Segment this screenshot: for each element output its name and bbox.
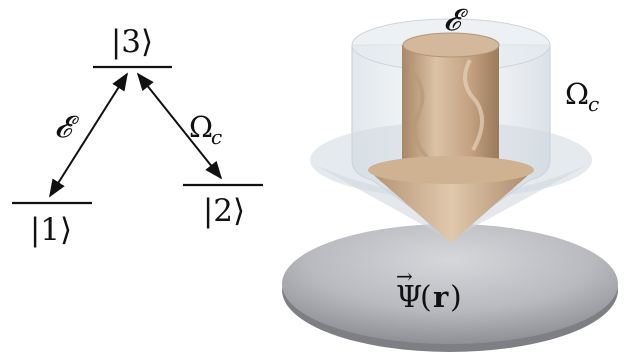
level-3-label: |3⟩ <box>111 24 153 60</box>
field-vector-arrow: → <box>396 264 413 288</box>
field-label: → Ψ ( r ) <box>396 264 462 315</box>
probe-transition-arrow <box>49 72 128 198</box>
field-argument-open: ( <box>420 280 432 315</box>
field-argument-close: ) <box>450 280 462 315</box>
field-symbol: Ψ <box>396 280 422 315</box>
probe-beam <box>368 32 534 243</box>
beam-scene: 𝓔 Ω c → Ψ ( r ) <box>282 3 618 352</box>
probe-coupling-label: 𝓔 <box>54 110 79 145</box>
control-beam-subscript: c <box>588 92 599 116</box>
level-2-label: |2⟩ <box>203 193 245 229</box>
control-coupling-label: Ω c <box>189 110 222 149</box>
control-coupling-symbol: Ω <box>189 110 213 144</box>
level-1-label: |1⟩ <box>30 212 72 248</box>
atomic-cloud <box>282 224 618 352</box>
control-beam-symbol: Ω <box>565 77 589 111</box>
field-argument: r <box>433 280 449 314</box>
level-scheme: |3⟩ |1⟩ |2⟩ 𝓔 Ω c <box>12 24 263 248</box>
control-transition-arrow <box>136 72 223 180</box>
control-beam-label: Ω c <box>565 77 599 116</box>
control-coupling-subscript: c <box>211 125 222 149</box>
